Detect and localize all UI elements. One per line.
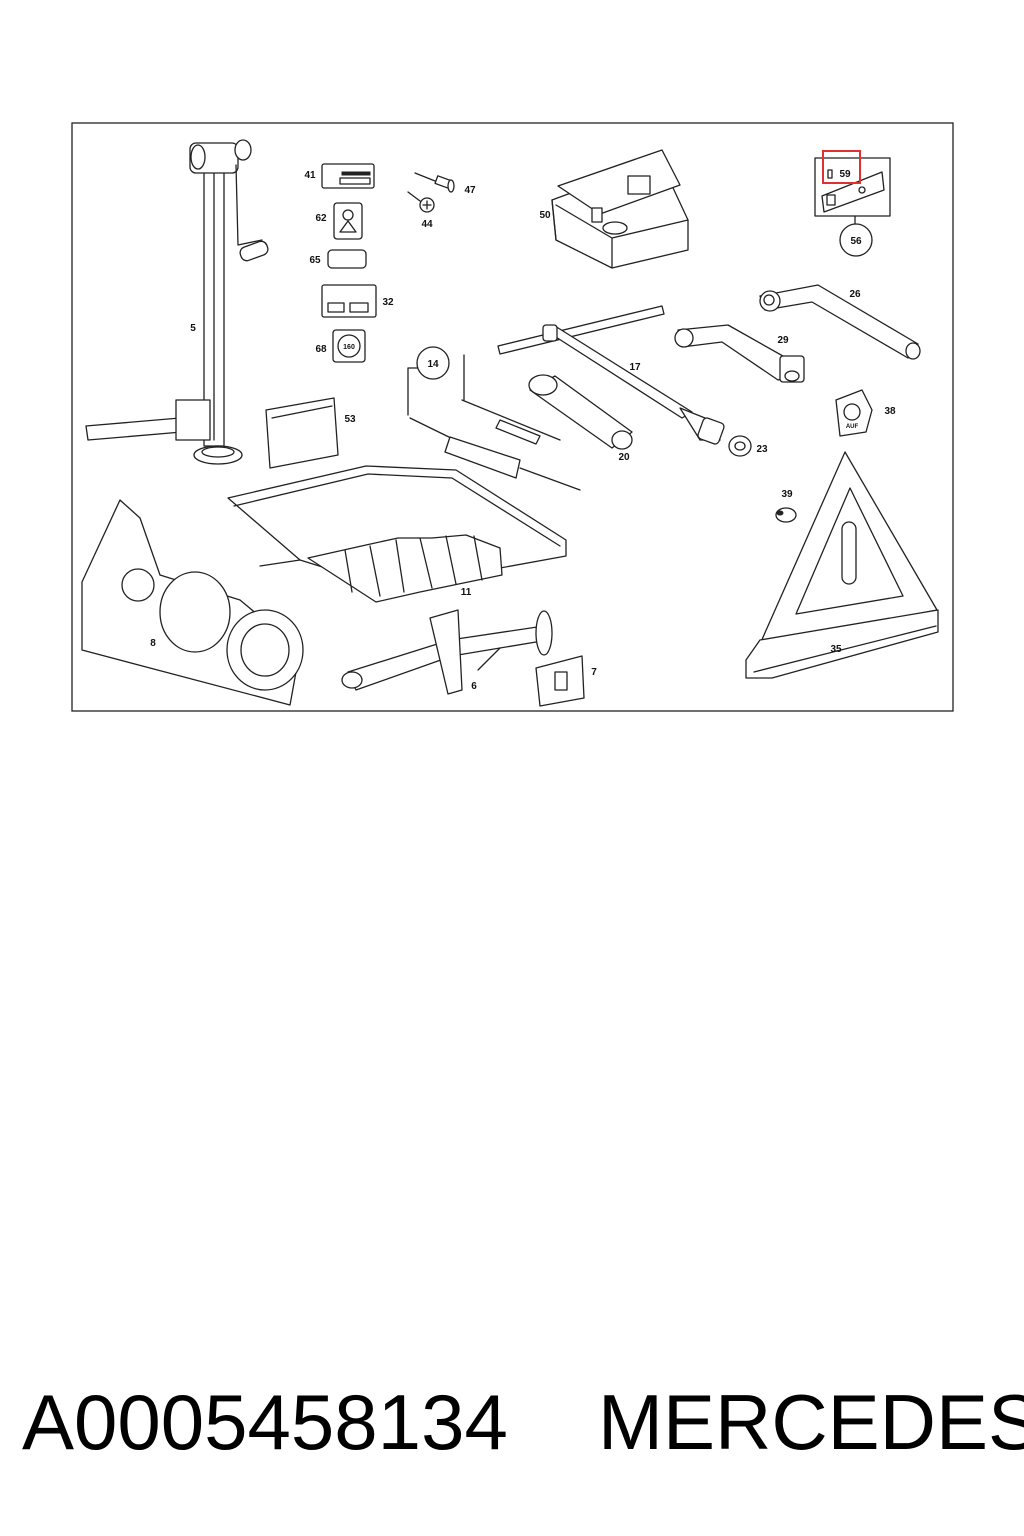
callout-29: 29	[777, 335, 789, 346]
callout-62: 62	[315, 213, 327, 224]
callout-47: 47	[464, 185, 476, 196]
callout-41: 41	[304, 170, 316, 181]
tool-roll-11	[227, 465, 567, 603]
rivet-part	[414, 172, 455, 193]
tow-hook-6	[341, 609, 553, 695]
label-sticker-62	[333, 202, 363, 240]
callout-26: 26	[849, 289, 861, 300]
callout-17: 17	[629, 362, 641, 373]
callout-50: 50	[539, 210, 551, 221]
callout-59: 59	[839, 169, 851, 180]
callout-65: 65	[309, 255, 321, 266]
knob-39	[775, 507, 797, 523]
emblem-38: AUF	[835, 389, 873, 437]
callout-circle-56	[839, 223, 873, 257]
callout-39: 39	[781, 489, 793, 500]
callout-35: 35	[830, 644, 842, 655]
plate-7	[535, 655, 585, 707]
callout-14: 14	[427, 359, 439, 370]
bracket-part	[814, 157, 891, 229]
speed-sticker-text: 160	[343, 344, 355, 351]
jack-part	[85, 139, 269, 465]
wheel-wrench-29	[674, 324, 805, 383]
parts-diagram: 160	[71, 122, 954, 712]
callout-38: 38	[884, 406, 896, 417]
t-wrench-17	[497, 305, 725, 445]
callout-23: 23	[756, 444, 768, 455]
wheel-wrench-26	[759, 284, 921, 360]
callout-6: 6	[471, 681, 477, 692]
callout-32: 32	[382, 297, 394, 308]
socket-23	[728, 435, 752, 457]
callout-20: 20	[618, 452, 630, 463]
warning-triangle-35	[745, 451, 939, 679]
screwdriver-set-14	[407, 354, 581, 491]
card-53	[265, 397, 339, 469]
first-aid-kit-part	[551, 149, 689, 269]
label-sticker-65	[327, 249, 367, 269]
highlight-box-59	[822, 150, 861, 184]
callout-circle-14	[416, 346, 450, 380]
label-sticker-32	[321, 284, 377, 318]
callout-5: 5	[190, 323, 196, 334]
callout-11: 11	[461, 587, 472, 598]
label-sticker-41	[321, 163, 375, 189]
callout-7: 7	[591, 667, 597, 678]
callout-56: 56	[850, 236, 862, 247]
brand-name: MERCEDES	[598, 1378, 1024, 1466]
callout-53: 53	[344, 414, 356, 425]
screw-part	[407, 191, 435, 213]
sleeve-8	[81, 499, 304, 706]
callout-44: 44	[421, 219, 433, 230]
callout-8: 8	[150, 638, 156, 649]
callout-68: 68	[315, 344, 327, 355]
socket-20	[528, 374, 633, 450]
caption-bar: A0005458134 MERCEDES	[22, 1372, 1024, 1472]
label-sticker-68: 160	[332, 329, 366, 363]
auf-text: AUF	[846, 424, 859, 430]
part-number: A0005458134	[22, 1378, 508, 1466]
